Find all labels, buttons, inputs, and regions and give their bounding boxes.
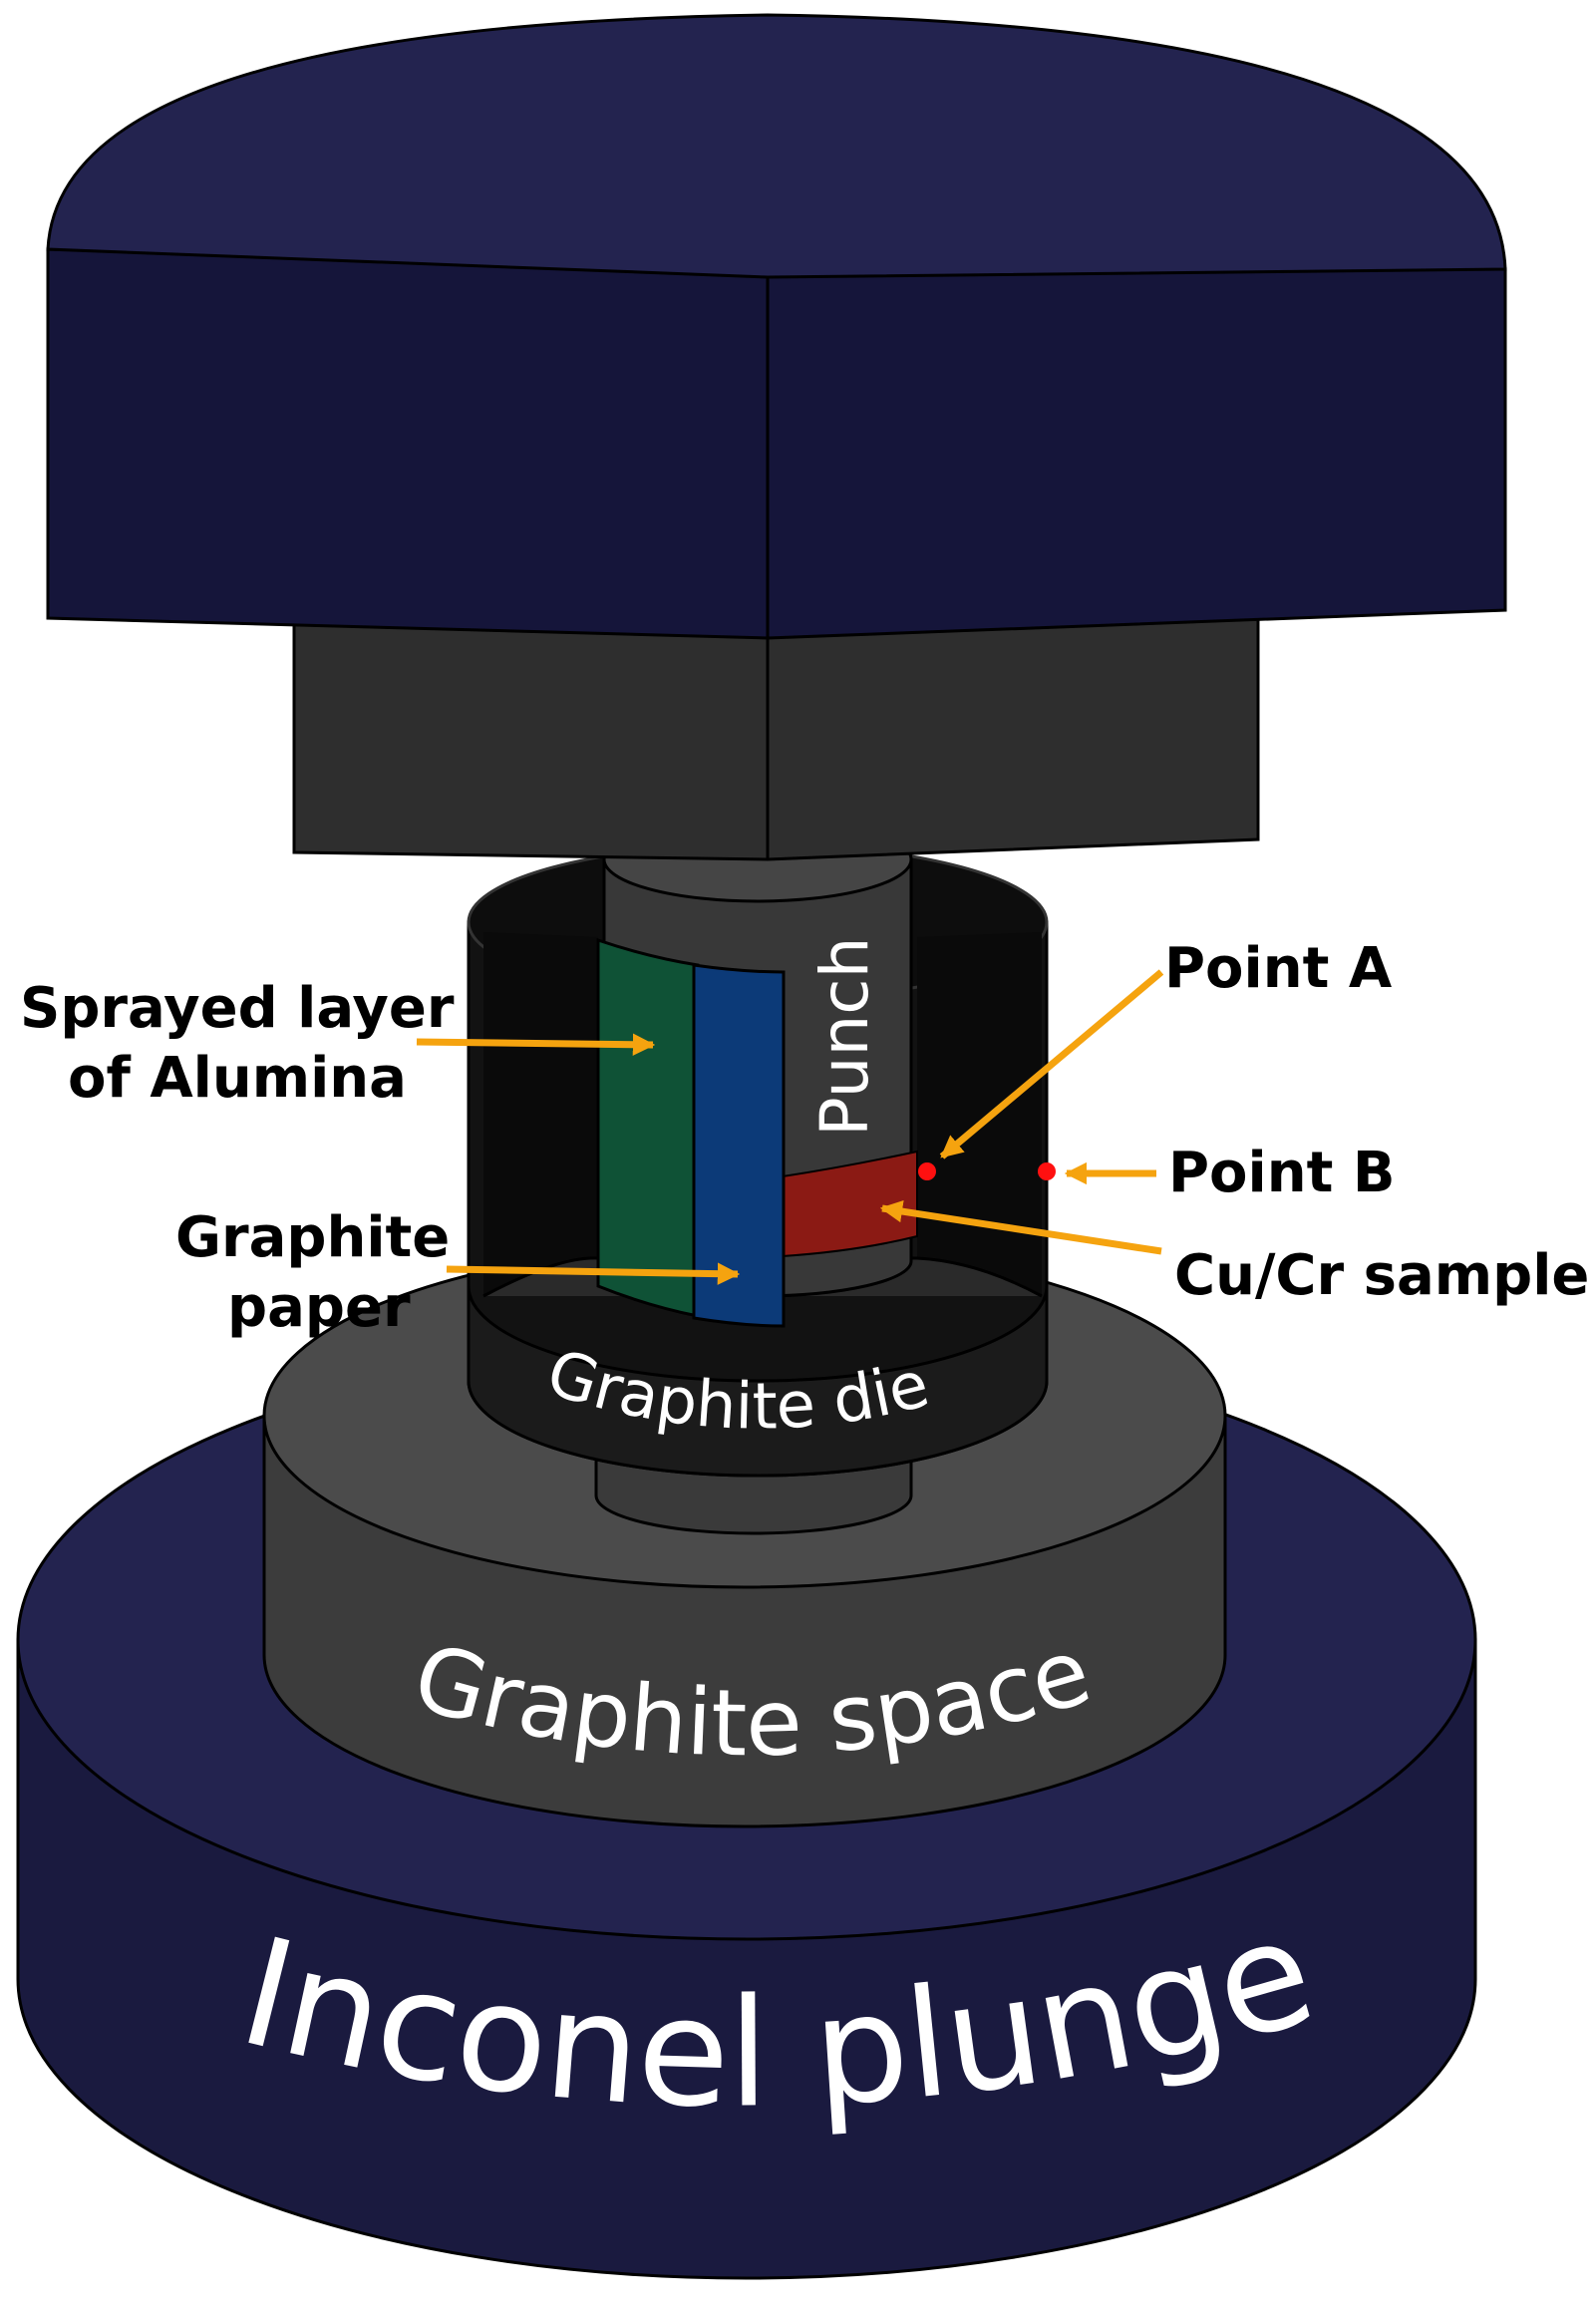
callout-arrows (416, 969, 1164, 1285)
arrow-graphite-paper (446, 1262, 741, 1285)
arrow-cu-cr (879, 1199, 1162, 1255)
punch-label: Punch (806, 937, 883, 1137)
graphite-paper-layer (692, 963, 786, 1328)
arrow-alumina (416, 1033, 656, 1056)
arrow-point-a (939, 969, 1164, 1159)
cu-cr-sample (782, 1150, 918, 1258)
inconel-plunger-top (46, 13, 1507, 640)
callout-graphite-paper-line1: Graphite (175, 1205, 450, 1270)
callout-point-b: Point B (1168, 1141, 1396, 1205)
callout-sprayed-layer-line2: of Alumina (68, 1046, 407, 1111)
upper-graphite-block (292, 606, 1260, 861)
callout-sprayed-layer-line1: Sprayed layer (20, 976, 455, 1041)
point-b-marker (1038, 1162, 1056, 1180)
point-a-marker (918, 1162, 936, 1180)
callout-graphite-paper-line2: paper (227, 1275, 411, 1340)
sprayed-alumina-layer (596, 937, 700, 1318)
callout-point-a: Point A (1164, 936, 1393, 1001)
callout-cu-cr-sample: Cu/Cr sample (1174, 1243, 1589, 1308)
